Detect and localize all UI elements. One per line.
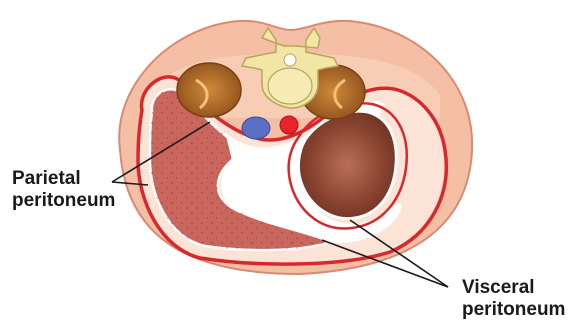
- visceral-label-line2: peritoneum: [462, 299, 565, 321]
- visceral-label-line1: Visceral: [462, 277, 565, 299]
- left-kidney: [177, 63, 241, 117]
- aorta: [280, 116, 298, 134]
- visceral-peritoneum-label: Visceral peritoneum: [462, 277, 565, 321]
- parietal-label-line1: Parietal: [12, 168, 115, 190]
- vena-cava: [242, 117, 270, 139]
- parietal-label-line2: peritoneum: [12, 190, 115, 212]
- parietal-peritoneum-label: Parietal peritoneum: [12, 168, 115, 212]
